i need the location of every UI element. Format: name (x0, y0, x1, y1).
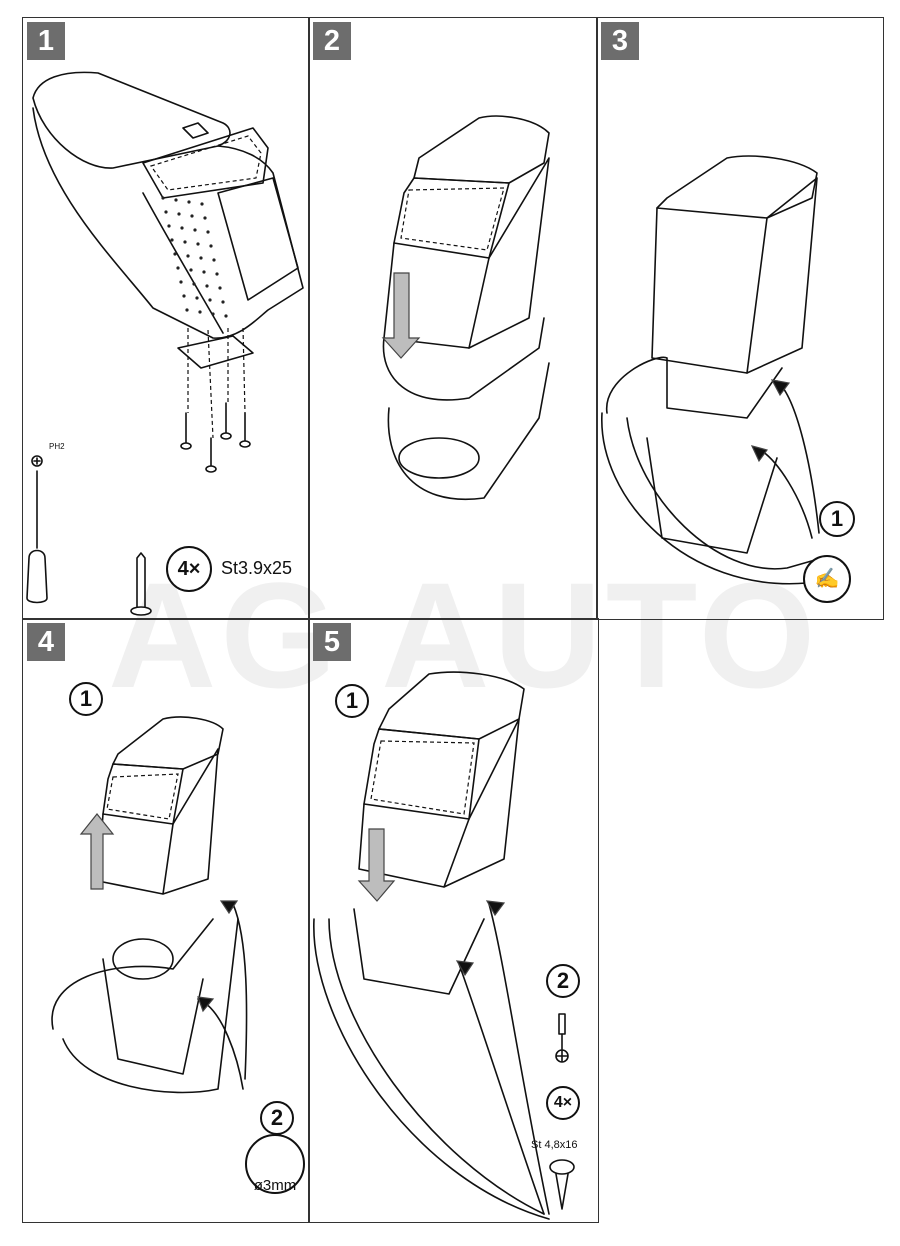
step-marker-1: 1 (335, 684, 369, 718)
self-tapping-screw-icon (549, 1159, 575, 1210)
perforation-dot (196, 242, 200, 246)
quantity-circle: 4× (166, 546, 212, 592)
armrest-lift-illustration (51, 716, 248, 1094)
perforation-dot (186, 254, 190, 258)
step-badge: 4 (27, 623, 65, 661)
step-marker-1: 1 (69, 682, 103, 716)
console-marking-illustration (601, 155, 823, 585)
perforation-dot (187, 200, 191, 204)
perforation-dot (224, 314, 228, 318)
step-marker: 1 (819, 501, 855, 537)
armrest-lowering-illustration (381, 115, 550, 501)
step-badge: 3 (601, 22, 639, 60)
perforation-dot (218, 286, 222, 290)
perforation-dot (203, 216, 207, 220)
perforation-dot (180, 226, 184, 230)
perforation-dot (200, 202, 204, 206)
perforation-dot (170, 238, 174, 242)
tool-size-label: PH2 (49, 442, 65, 451)
perforation-dot (198, 310, 202, 314)
step-marker-2: 2 (260, 1101, 294, 1135)
perforation-dots (161, 196, 228, 318)
screwdriver-icon (555, 1013, 569, 1063)
perforation-dot (211, 312, 215, 316)
panel-step-1: 1 (22, 17, 310, 620)
perforation-dot (182, 294, 186, 298)
step-marker-2: 2 (546, 964, 580, 998)
step-badge: 5 (313, 623, 351, 661)
perforation-dot (212, 258, 216, 262)
perforation-dot (177, 212, 181, 216)
drill-detail-circle: ø3mm (245, 1134, 305, 1194)
quantity-circle: 4× (546, 1086, 580, 1120)
screwdriver-icon (26, 455, 48, 604)
panel-step-3: 3 1 ✍ (596, 17, 884, 620)
watermark: AG AUTO (108, 551, 820, 719)
perforation-dot (167, 224, 171, 228)
panel-step-2: 2 (308, 17, 598, 620)
perforation-dot (209, 244, 213, 248)
perforation-dot (192, 282, 196, 286)
hand-pen-icon: ✍ (803, 555, 851, 603)
perforation-dot (221, 300, 225, 304)
panel-step-4: 4 1 2 ø3mm (22, 618, 310, 1223)
screw-spec: St3.9x25 (221, 558, 293, 578)
screw-spec: St 4,8x16 (531, 1139, 578, 1151)
perforation-dot (161, 196, 165, 200)
perforation-dot (206, 230, 210, 234)
perforation-dot (193, 228, 197, 232)
perforation-dot (164, 210, 168, 214)
perforation-dot (208, 298, 212, 302)
perforation-dot (202, 270, 206, 274)
step-badge: 2 (313, 22, 351, 60)
perforation-dot (176, 266, 180, 270)
perforation-dot (195, 296, 199, 300)
drill-size: ø3mm (253, 1177, 297, 1194)
perforation-dot (185, 308, 189, 312)
perforation-dot (174, 198, 178, 202)
panel-step-5: 5 1 (308, 618, 599, 1223)
perforation-dot (173, 252, 177, 256)
screw-quantity: 4× (177, 558, 201, 580)
wood-screw-icon (130, 552, 152, 616)
perforation-dot (199, 256, 203, 260)
perforation-dot (215, 272, 219, 276)
perforation-dot (205, 284, 209, 288)
screw-quantity: 4× (553, 1094, 573, 1111)
armrest-fixing-illustration (313, 671, 575, 1220)
step-badge: 1 (27, 22, 65, 60)
screws (180, 402, 251, 473)
perforation-dot (183, 240, 187, 244)
armrest-exploded-illustration (26, 71, 304, 616)
perforation-dot (189, 268, 193, 272)
perforation-dot (190, 214, 194, 218)
perforation-dot (179, 280, 183, 284)
